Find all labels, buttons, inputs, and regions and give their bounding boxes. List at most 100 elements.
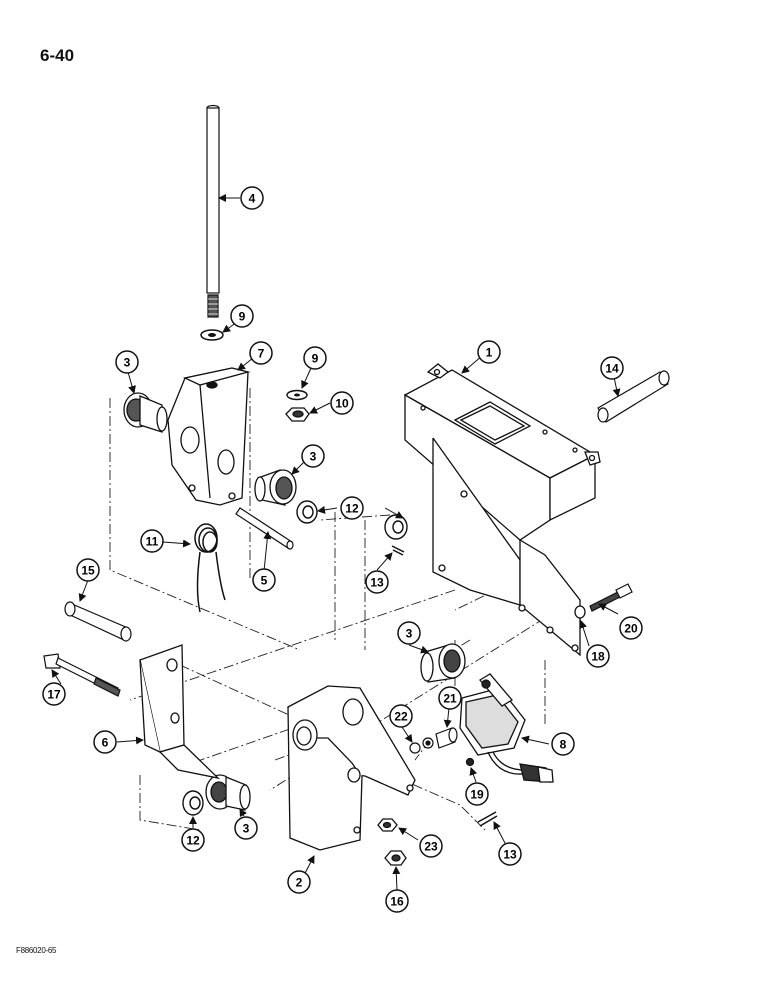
callout-number: 10 bbox=[335, 397, 349, 411]
callout-circle bbox=[389, 704, 413, 728]
safety-switch-part bbox=[459, 673, 554, 783]
callout-circle bbox=[586, 644, 610, 668]
callout-circle bbox=[301, 444, 325, 468]
callout-circle bbox=[230, 304, 254, 328]
callout-circle bbox=[619, 616, 643, 640]
callout-c17: 17 bbox=[42, 682, 66, 706]
callout-circle bbox=[252, 568, 276, 592]
callout-c20: 20 bbox=[619, 616, 643, 640]
washer-part bbox=[574, 605, 586, 619]
callout-c12a: 12 bbox=[340, 496, 364, 520]
callout-number: 15 bbox=[81, 564, 95, 578]
callout-c4: 4 bbox=[240, 186, 264, 210]
callout-number: 2 bbox=[296, 876, 303, 890]
bushing-part bbox=[420, 643, 466, 683]
callout-number: 6 bbox=[102, 736, 109, 750]
page-number: 6-40 bbox=[40, 46, 75, 65]
callout-circle bbox=[419, 834, 443, 858]
callout-c9a: 9 bbox=[230, 304, 254, 328]
callout-c12b: 12 bbox=[181, 828, 205, 852]
angle-bracket-part bbox=[139, 644, 221, 780]
figure-code: F886020-65 bbox=[16, 946, 57, 955]
callout-number: 23 bbox=[424, 840, 438, 854]
callout-number: 1 bbox=[486, 346, 493, 360]
pivot-pin-part bbox=[597, 370, 670, 423]
callout-circle bbox=[498, 842, 522, 866]
cotter-pin-part bbox=[477, 811, 498, 827]
callout-c13b: 13 bbox=[498, 842, 522, 866]
callout-number: 3 bbox=[243, 822, 250, 836]
callout-number: 22 bbox=[394, 710, 408, 724]
callout-circle bbox=[551, 732, 575, 756]
callout-c6: 6 bbox=[93, 730, 117, 754]
callout-number: 18 bbox=[591, 650, 605, 664]
callout-c3d: 3 bbox=[234, 816, 258, 840]
callout-number: 13 bbox=[370, 576, 384, 590]
callout-circle bbox=[365, 570, 389, 594]
callout-circle bbox=[303, 346, 327, 370]
callout-number: 3 bbox=[406, 627, 413, 641]
callout-circle bbox=[234, 816, 258, 840]
hex-nut-part bbox=[384, 850, 407, 866]
bolt-part bbox=[589, 583, 633, 612]
callout-circle bbox=[438, 686, 462, 710]
washer-part bbox=[384, 514, 408, 540]
callout-circle bbox=[76, 558, 100, 582]
callout-number: 13 bbox=[503, 848, 517, 862]
callout-number: 12 bbox=[186, 834, 200, 848]
callout-circle bbox=[240, 186, 264, 210]
washer-hole bbox=[294, 393, 300, 397]
callout-c16: 16 bbox=[385, 889, 409, 913]
callout-circle bbox=[181, 828, 205, 852]
callout-number: 21 bbox=[443, 692, 457, 706]
callout-number: 4 bbox=[249, 192, 256, 206]
callout-circle bbox=[42, 682, 66, 706]
hex-nut-part bbox=[285, 407, 310, 422]
lever-bracket-part bbox=[167, 367, 251, 506]
callout-circle bbox=[385, 889, 409, 913]
callout-number: 9 bbox=[312, 352, 319, 366]
callout-c2: 2 bbox=[287, 870, 311, 894]
callout-number: 11 bbox=[146, 535, 159, 549]
callout-number: 14 bbox=[605, 362, 619, 376]
callout-circle bbox=[330, 391, 354, 415]
callout-c10: 10 bbox=[330, 391, 354, 415]
callout-c21: 21 bbox=[438, 686, 462, 710]
callout-circle bbox=[115, 350, 139, 374]
callout-number: 20 bbox=[624, 622, 638, 636]
callout-c7: 7 bbox=[249, 341, 273, 365]
callout-circle bbox=[397, 621, 421, 645]
washer-part bbox=[296, 500, 318, 524]
callout-circle bbox=[340, 496, 364, 520]
callout-circle bbox=[140, 529, 164, 553]
main-bracket-part bbox=[287, 685, 416, 851]
callout-number: 8 bbox=[560, 738, 567, 752]
washer-hole bbox=[208, 333, 216, 337]
bushing-part bbox=[123, 392, 168, 433]
callout-c1: 1 bbox=[477, 340, 501, 364]
callout-c22: 22 bbox=[389, 704, 413, 728]
callout-circle bbox=[93, 730, 117, 754]
callout-number: 3 bbox=[124, 356, 131, 370]
callout-circle bbox=[249, 341, 273, 365]
mounting-plate-part bbox=[403, 363, 601, 657]
callout-c5: 5 bbox=[252, 568, 276, 592]
callout-number: 12 bbox=[345, 502, 359, 516]
pin-part bbox=[235, 507, 294, 550]
lever-rod-part bbox=[206, 104, 220, 318]
callout-number: 9 bbox=[239, 310, 246, 324]
callout-number: 16 bbox=[390, 895, 404, 909]
cotter-pin-part bbox=[391, 545, 405, 556]
callout-c3c: 3 bbox=[397, 621, 421, 645]
long-pin-part bbox=[64, 601, 132, 642]
callout-circle bbox=[287, 870, 311, 894]
callout-c8: 8 bbox=[551, 732, 575, 756]
callout-c13a: 13 bbox=[365, 570, 389, 594]
washer-spacer-part bbox=[409, 727, 458, 754]
callout-number: 19 bbox=[470, 788, 484, 802]
callout-number: 5 bbox=[261, 574, 268, 588]
hex-nut-part bbox=[377, 818, 398, 832]
callout-c23: 23 bbox=[419, 834, 443, 858]
bushing-part bbox=[205, 774, 251, 811]
